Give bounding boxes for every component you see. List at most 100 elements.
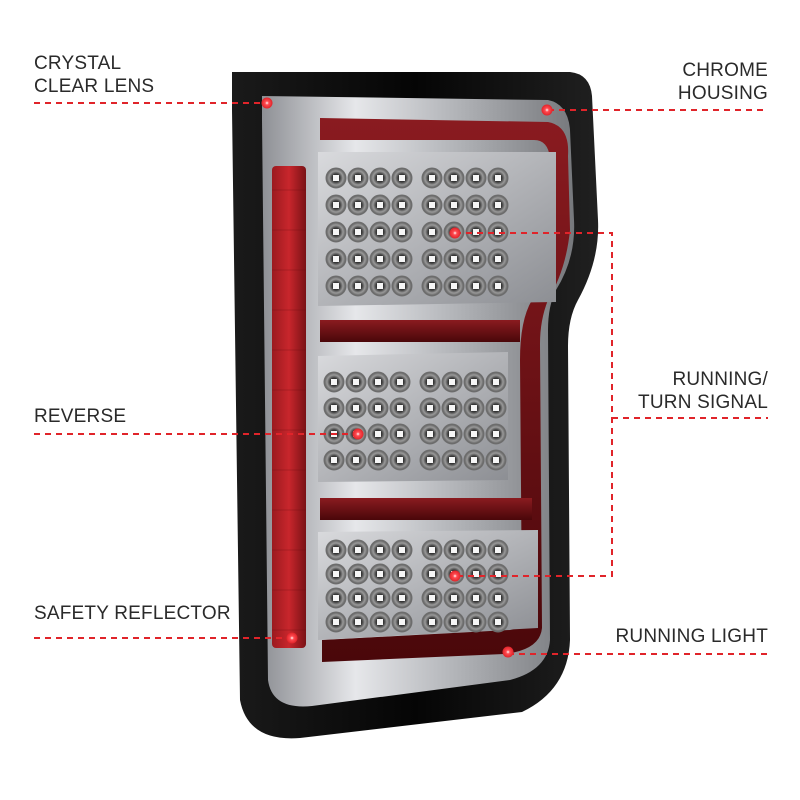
- led-chip: [399, 547, 405, 553]
- label-running-light: RUNNING LIGHT: [616, 625, 769, 648]
- callout-dots: [261, 97, 553, 658]
- led-chip: [333, 571, 339, 577]
- led-chip: [495, 571, 501, 577]
- led-chip: [451, 595, 457, 601]
- led-chip: [355, 202, 361, 208]
- label-crystal-clear-lens-line1: CRYSTAL: [34, 53, 122, 74]
- led-chip: [473, 619, 479, 625]
- callout-lines: [34, 102, 768, 655]
- led-chip: [375, 431, 381, 437]
- led-chip: [355, 595, 361, 601]
- led-chip: [399, 256, 405, 262]
- led-chip: [473, 571, 479, 577]
- led-chip: [377, 619, 383, 625]
- led-chip: [355, 571, 361, 577]
- led-chip: [377, 547, 383, 553]
- led-chip: [451, 202, 457, 208]
- led-chip: [333, 202, 339, 208]
- led-chip: [377, 283, 383, 289]
- label-running-turn-signal-line1: RUNNING/: [672, 369, 768, 390]
- label-running-turn-signal-line2: TURN SIGNAL: [638, 392, 768, 413]
- led-chip: [473, 202, 479, 208]
- led-chip: [355, 175, 361, 181]
- led-chip: [451, 175, 457, 181]
- led-chip: [449, 431, 455, 437]
- callout-dot-running-turn-signal-lower: [449, 570, 461, 582]
- led-chip: [399, 571, 405, 577]
- led-chip: [427, 431, 433, 437]
- led-chip: [331, 379, 337, 385]
- led-chip: [397, 457, 403, 463]
- led-chip: [399, 229, 405, 235]
- led-chip: [331, 405, 337, 411]
- led-array-bottom: [325, 539, 509, 633]
- led-chip: [377, 229, 383, 235]
- led-chip: [333, 283, 339, 289]
- led-chip: [333, 229, 339, 235]
- led-chip: [451, 547, 457, 553]
- label-safety-reflector-line1: SAFETY REFLECTOR: [34, 603, 231, 624]
- led-chip: [355, 256, 361, 262]
- callout-dot-crystal-clear-lens: [261, 97, 273, 109]
- led-chip: [355, 229, 361, 235]
- led-chip: [473, 256, 479, 262]
- label-safety-reflector: SAFETY REFLECTOR: [34, 602, 231, 625]
- led-array-middle: [323, 371, 507, 471]
- led-chip: [427, 379, 433, 385]
- led-chip: [399, 283, 405, 289]
- led-chip: [429, 547, 435, 553]
- led-chip: [495, 595, 501, 601]
- led-chip: [375, 457, 381, 463]
- callout-dot-chrome-housing: [541, 104, 553, 116]
- label-chrome-housing-line1: CHROME: [682, 60, 768, 81]
- led-chip: [399, 619, 405, 625]
- led-chip: [471, 457, 477, 463]
- led-chip: [375, 405, 381, 411]
- label-chrome-housing-line2: HOUSING: [677, 83, 768, 104]
- led-chip: [399, 175, 405, 181]
- led-chip: [495, 256, 501, 262]
- led-chip: [493, 431, 499, 437]
- led-chip: [377, 595, 383, 601]
- led-chip: [353, 405, 359, 411]
- led-chip: [449, 405, 455, 411]
- label-crystal-clear-lens: CRYSTAL CLEAR LENS: [34, 52, 154, 98]
- callout-dot-safety-reflector: [286, 632, 298, 644]
- led-chip: [355, 619, 361, 625]
- led-chip: [333, 595, 339, 601]
- led-chip: [429, 619, 435, 625]
- label-running-turn-signal: RUNNING/ TURN SIGNAL: [638, 368, 768, 414]
- led-chip: [449, 457, 455, 463]
- led-chip: [397, 405, 403, 411]
- led-chip: [427, 405, 433, 411]
- led-chip: [333, 256, 339, 262]
- led-chip: [429, 202, 435, 208]
- led-chip: [449, 379, 455, 385]
- led-chip: [473, 229, 479, 235]
- led-chip: [429, 571, 435, 577]
- led-chip: [355, 283, 361, 289]
- led-chip: [473, 175, 479, 181]
- safety-reflector: [272, 166, 306, 648]
- led-chip: [429, 256, 435, 262]
- led-chip: [471, 405, 477, 411]
- led-chip: [451, 283, 457, 289]
- led-chip: [451, 619, 457, 625]
- led-chip: [397, 379, 403, 385]
- led-array-top: [325, 167, 509, 297]
- led-chip: [471, 379, 477, 385]
- led-chip: [473, 595, 479, 601]
- led-chip: [495, 175, 501, 181]
- reflector-texture: [272, 189, 306, 631]
- label-reverse: REVERSE: [34, 405, 126, 428]
- led-chip: [495, 229, 501, 235]
- led-chip: [353, 457, 359, 463]
- led-chip: [473, 547, 479, 553]
- callout-dot-reverse: [352, 428, 364, 440]
- led-chip: [377, 256, 383, 262]
- led-chip: [473, 283, 479, 289]
- led-chip: [333, 175, 339, 181]
- led-chip: [493, 405, 499, 411]
- led-chip: [397, 431, 403, 437]
